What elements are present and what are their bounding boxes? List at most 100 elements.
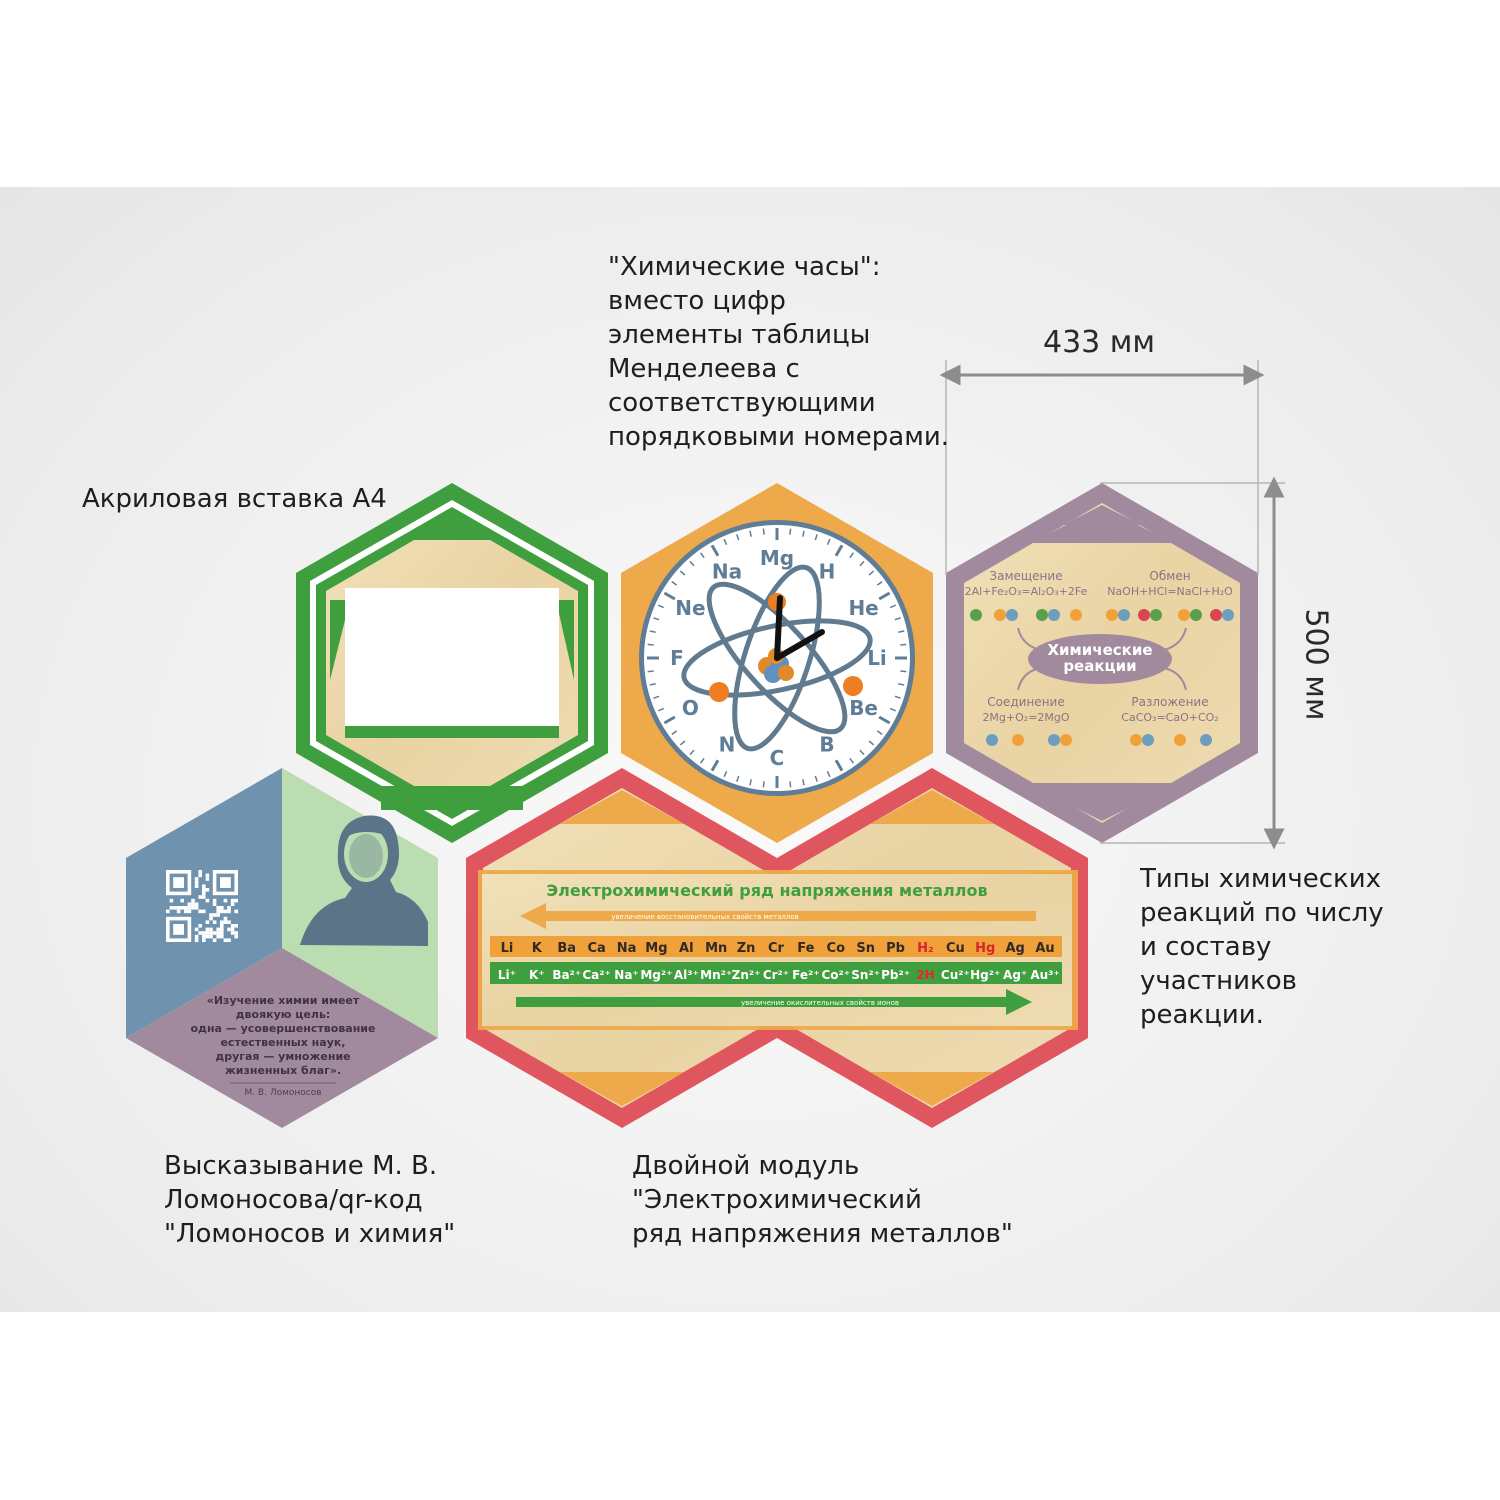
metal-symbol: Pb (886, 941, 905, 956)
qr-module (180, 906, 184, 910)
qr-module (202, 909, 206, 914)
quote-line: другая — умножение (215, 1050, 350, 1063)
lomonosov-caption-line: Высказывание М. В. (164, 1151, 438, 1181)
clock-element-label: Be (849, 696, 878, 720)
qr-module (173, 906, 177, 910)
clock-tick (878, 591, 891, 601)
lomonosov-caption: Высказывание М. В. Ломоносова/qr-код "Ло… (164, 1149, 455, 1251)
qr-module (220, 934, 224, 939)
clock-caption-line: Менделеева с (608, 354, 800, 384)
ion-symbol: Na⁺ (614, 968, 638, 982)
qr-module (191, 898, 195, 903)
clock-tick (894, 695, 901, 699)
qr-finder-core (220, 877, 231, 888)
qr-module (194, 884, 199, 888)
qr-module (205, 920, 210, 924)
lomonosov-caption-line: Ломоносова/qr-код (164, 1185, 423, 1215)
metal-symbol: K (532, 941, 543, 956)
clock-tick (900, 643, 907, 646)
clock-tick (876, 730, 883, 736)
reactions-caption: Типы химических реакций по числу и соста… (1140, 862, 1384, 1032)
ion-symbol: Mn²⁺ (700, 968, 732, 982)
clock-tick (889, 707, 897, 712)
reactions-caption-line: Типы химических (1140, 864, 1382, 894)
metal-symbol: Ba (557, 941, 576, 956)
reduction-arrow (520, 903, 1036, 929)
ion-symbol: Hg²⁺ (970, 968, 1000, 982)
qr-module (234, 898, 238, 903)
clock-caption-line: порядковыми номерами. (608, 422, 949, 452)
height-dimension-label: 500 мм (1298, 608, 1334, 721)
clock-ticks (647, 528, 907, 788)
qr-module (220, 909, 224, 914)
clock-tick (657, 604, 665, 609)
qr-module (198, 895, 202, 899)
clock-tick (814, 775, 818, 782)
qr-module (198, 931, 202, 935)
qr-module (212, 913, 217, 917)
clock-tick (749, 779, 752, 786)
qr-module (205, 877, 210, 881)
clock-tick (736, 775, 740, 782)
clock-tick (762, 781, 765, 788)
ion-symbol: Li⁺ (498, 968, 516, 982)
qr-module (223, 920, 228, 924)
qr-module (220, 927, 224, 932)
qr-module (184, 906, 188, 910)
clock-tick (689, 749, 695, 756)
qr-module (194, 938, 199, 942)
clock-tick (723, 770, 728, 778)
qr-module (194, 927, 199, 932)
dimension-lines (939, 360, 1285, 850)
qr-module (216, 909, 220, 914)
qr-module (202, 891, 206, 896)
qr-module (209, 931, 213, 935)
clock-tick (802, 530, 805, 537)
clock-tick (849, 757, 855, 764)
metal-symbol: Ca (587, 941, 605, 956)
clock-tick (878, 715, 891, 725)
metal-symbol: Fe (797, 941, 814, 956)
qr-module (166, 909, 170, 914)
reaction-decomposition-formula: CaCO₃=CaO+CO₂ (1121, 711, 1218, 724)
qr-module (212, 898, 217, 903)
double-module-caption: Двойной модуль "Электрохимический ряд на… (632, 1149, 1013, 1251)
metal-symbol: Cu (946, 941, 965, 956)
clock-tick (868, 570, 875, 576)
clock-tick (802, 779, 805, 786)
qr-module (194, 880, 199, 885)
qr-module (227, 920, 231, 924)
qr-module (216, 913, 220, 917)
oxidation-arrow-label: увеличение окислительных свойств ионов (741, 999, 899, 1007)
reaction-substitution-name: Замещение (989, 569, 1062, 583)
qr-finder-core (173, 924, 184, 935)
clock-tick (671, 580, 678, 586)
qr-module (187, 906, 192, 910)
clock-tick (814, 534, 818, 541)
qr-module (184, 909, 188, 914)
reaction-decomposition-name: Разложение (1131, 695, 1208, 709)
reactions-center-badge (1028, 634, 1172, 684)
clock-tick (649, 683, 656, 686)
metal-symbol: Sn (856, 941, 875, 956)
quote-line: «Изучение химии имеет (207, 994, 360, 1007)
qr-module (230, 898, 235, 903)
width-dimension-label: 433 мм (1043, 325, 1156, 360)
clock-tick (647, 670, 654, 673)
acrylic-caption: Акриловая вставка А4 (82, 482, 387, 516)
qr-module (223, 909, 228, 914)
clock-element-label: Na (712, 559, 742, 583)
clock-element-label: C (770, 746, 785, 770)
reactions-module: Замещение 2Al+Fe₂O₃=Al₂O₃+2Fe Обмен NaOH… (946, 483, 1258, 843)
qr-module (194, 934, 199, 939)
qr-module (227, 927, 231, 932)
metal-symbol: Au (1035, 941, 1054, 956)
ion-symbol: Zn²⁺ (732, 968, 761, 982)
qr-finder-core (173, 877, 184, 888)
qr-module (220, 931, 224, 935)
ion-symbol: 2H (916, 968, 934, 982)
ion-symbol: Pb²⁺ (881, 968, 910, 982)
